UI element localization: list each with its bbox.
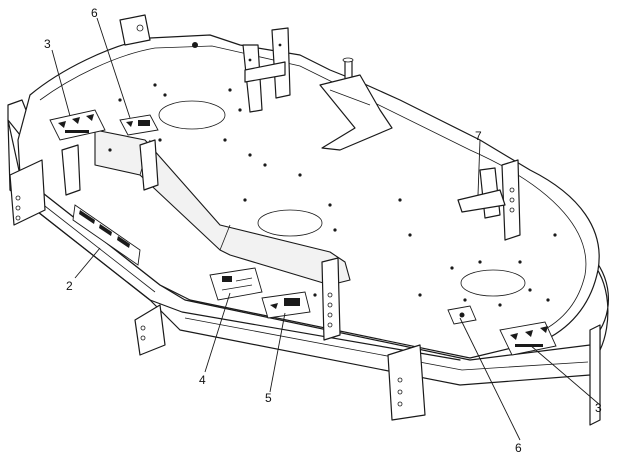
callout-label: 6 [91,6,98,20]
callout-label: 4 [199,373,206,387]
decal-side-skirt [72,204,141,266]
spindle-hole-right [460,269,526,297]
decal-warning-right [499,321,557,356]
callout-label: 3 [44,37,51,51]
callout-numbers: 2 3 3 4 5 6 6 7 [44,6,602,455]
callout-label: 3 [595,401,602,415]
decal-center-info [209,267,263,301]
decal-caution-left [119,114,159,136]
decal-warning-left [49,109,106,141]
callout-label: 7 [475,129,482,143]
spindle-openings [158,100,526,297]
mounting-brackets [9,14,601,426]
decal-caution-right [447,305,477,325]
decal-center-warning [261,291,311,319]
callout-label: 5 [265,391,272,405]
fastener-dots [108,42,557,307]
callout-label: 6 [515,441,522,455]
spindle-hole-left [158,100,226,130]
decals [49,109,557,356]
leader-lines [51,17,601,441]
callout-label: 2 [66,279,73,293]
spindle-hole-center [257,209,323,237]
